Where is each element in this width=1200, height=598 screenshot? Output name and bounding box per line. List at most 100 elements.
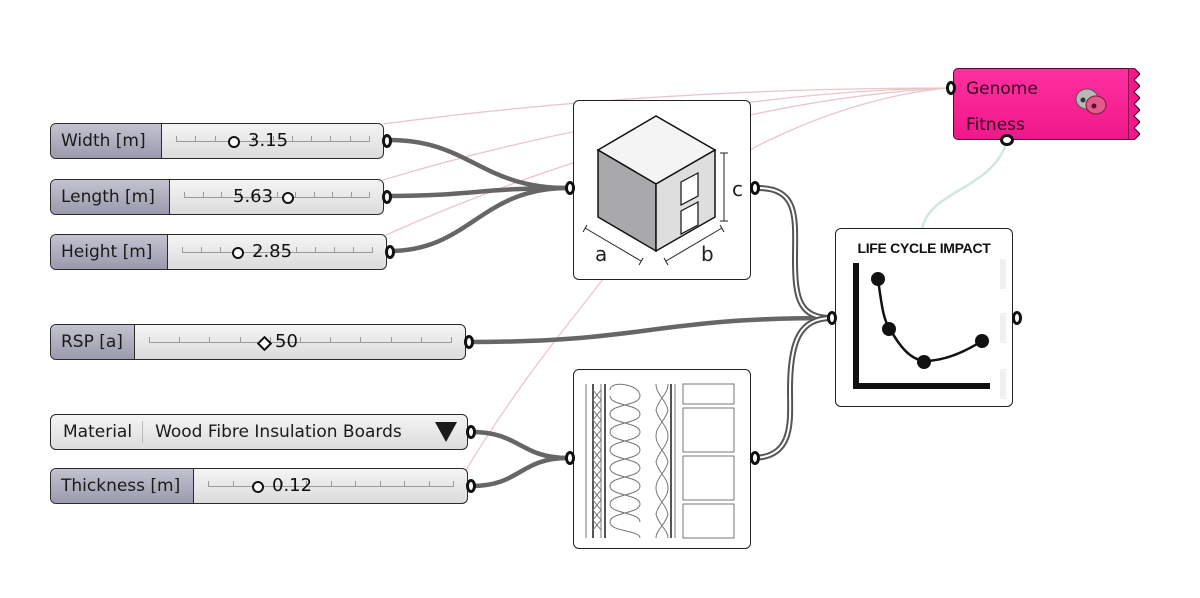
output-port[interactable] xyxy=(750,451,760,465)
slider-tick xyxy=(182,247,183,253)
galapagos-component[interactable]: Genome Fitness xyxy=(953,67,1140,140)
slider-tick xyxy=(201,247,202,253)
slider-track[interactable]: 50 xyxy=(135,325,465,359)
slider-tick xyxy=(221,192,222,198)
wire-width-to-building xyxy=(388,137,569,191)
slider-tick xyxy=(350,192,352,198)
slider-tick xyxy=(239,192,241,198)
slider-tick xyxy=(420,337,422,343)
slider-tick xyxy=(184,192,185,198)
slider-value: 50 xyxy=(275,331,298,352)
fitness-input-port[interactable] xyxy=(1000,134,1014,146)
isometric-building-icon xyxy=(582,115,728,266)
slider-track[interactable]: 2.85 xyxy=(168,235,386,269)
slider-tick xyxy=(360,337,362,343)
output-port[interactable] xyxy=(466,425,476,439)
fitness-wire xyxy=(920,143,1008,230)
output-port[interactable] xyxy=(1012,311,1022,325)
wall-component[interactable] xyxy=(573,369,751,549)
genome-input-label: Genome xyxy=(966,79,1038,99)
building-component[interactable]: a b c xyxy=(573,100,751,280)
slider-tick xyxy=(353,247,354,253)
slider-height[interactable]: Height [m] 2.85 xyxy=(50,234,387,270)
input-port[interactable] xyxy=(565,181,575,195)
slider-grip[interactable] xyxy=(232,247,244,259)
value-list-selected[interactable]: Wood Fibre Insulation Boards xyxy=(155,422,402,442)
lci-component[interactable]: LIFE CYCLE IMPACT xyxy=(835,228,1013,407)
slider-tick xyxy=(291,136,293,142)
slider-tick xyxy=(202,192,204,198)
wire-thickness-to-wall xyxy=(471,455,569,489)
output-port[interactable] xyxy=(382,134,392,148)
slider-tick xyxy=(330,136,332,142)
input-port[interactable] xyxy=(565,451,575,465)
slider-tick xyxy=(281,481,283,487)
slider-tick xyxy=(372,247,373,253)
wire-wall-to-lci xyxy=(751,317,833,459)
input-port[interactable] xyxy=(827,311,837,325)
slider-tick xyxy=(390,337,392,343)
slider-rsp[interactable]: RSP [a] 50 xyxy=(50,324,466,360)
slider-tick xyxy=(258,192,259,198)
slider-grip[interactable] xyxy=(228,136,240,148)
slider-tick xyxy=(349,136,351,142)
slider-tick xyxy=(369,136,370,142)
slider-tick xyxy=(451,337,452,343)
slider-tick xyxy=(179,337,181,343)
slider-tick xyxy=(195,136,197,142)
slider-grip[interactable] xyxy=(282,192,294,204)
slider-length[interactable]: Length [m] 5.63 xyxy=(50,179,384,215)
dropdown-triangle-icon[interactable] xyxy=(435,422,457,442)
slider-label: Length [m] xyxy=(51,180,170,214)
slider-tick xyxy=(300,337,301,343)
slider-label: Height [m] xyxy=(51,235,168,269)
output-port[interactable] xyxy=(466,479,476,493)
slider-thickness[interactable]: Thickness [m] 0.12 xyxy=(50,468,468,504)
value-list-label: Material xyxy=(51,421,144,443)
slider-tick xyxy=(272,136,274,142)
output-port[interactable] xyxy=(382,190,392,204)
slider-track[interactable]: 5.63 xyxy=(170,180,383,214)
slider-tick xyxy=(313,192,315,198)
slider-value: 5.63 xyxy=(233,186,274,207)
slider-tick xyxy=(330,337,332,343)
slider-tick xyxy=(315,247,316,253)
fitness-input-label: Fitness xyxy=(966,115,1025,135)
slider-tick xyxy=(277,247,278,253)
slider-tick xyxy=(176,136,177,142)
slider-tick xyxy=(239,337,241,343)
slider-track[interactable]: 0.12 xyxy=(194,469,467,503)
slider-tick xyxy=(453,481,454,487)
slider-tick xyxy=(276,192,278,198)
slider-track[interactable]: 3.15 xyxy=(162,124,383,158)
genome-input-port[interactable] xyxy=(946,81,956,95)
wire-rsp-to-lci xyxy=(468,315,833,345)
slider-grip[interactable] xyxy=(252,481,264,493)
slider-tick xyxy=(332,192,333,198)
wire-length-to-building xyxy=(388,185,569,199)
slider-tick xyxy=(269,337,271,343)
slider-value: 0.12 xyxy=(272,475,313,496)
dimension-label-a: a xyxy=(595,242,608,266)
slider-tick xyxy=(296,247,297,253)
wire-height-to-building xyxy=(388,185,569,254)
output-port[interactable] xyxy=(464,335,474,349)
output-port[interactable] xyxy=(385,245,395,259)
output-port[interactable] xyxy=(750,181,760,195)
slider-tick xyxy=(232,481,234,487)
dimension-label-b: b xyxy=(701,242,714,266)
slider-tick xyxy=(334,247,335,253)
slider-tick xyxy=(369,192,370,198)
slider-tick xyxy=(428,481,430,487)
slider-value: 2.85 xyxy=(252,241,293,262)
slider-value: 3.15 xyxy=(248,130,289,151)
slider-tick xyxy=(149,337,150,343)
curve-chart-icon xyxy=(853,259,1006,399)
slider-tick xyxy=(379,481,381,487)
slider-label: Width [m] xyxy=(51,124,162,158)
slider-width[interactable]: Width [m] 3.15 xyxy=(50,123,384,159)
slider-tick xyxy=(208,481,209,487)
wire-building-to-lci xyxy=(757,187,833,319)
value-list-material[interactable]: Material Wood Fibre Insulation Boards xyxy=(50,414,468,450)
slider-label: Thickness [m] xyxy=(51,469,194,503)
